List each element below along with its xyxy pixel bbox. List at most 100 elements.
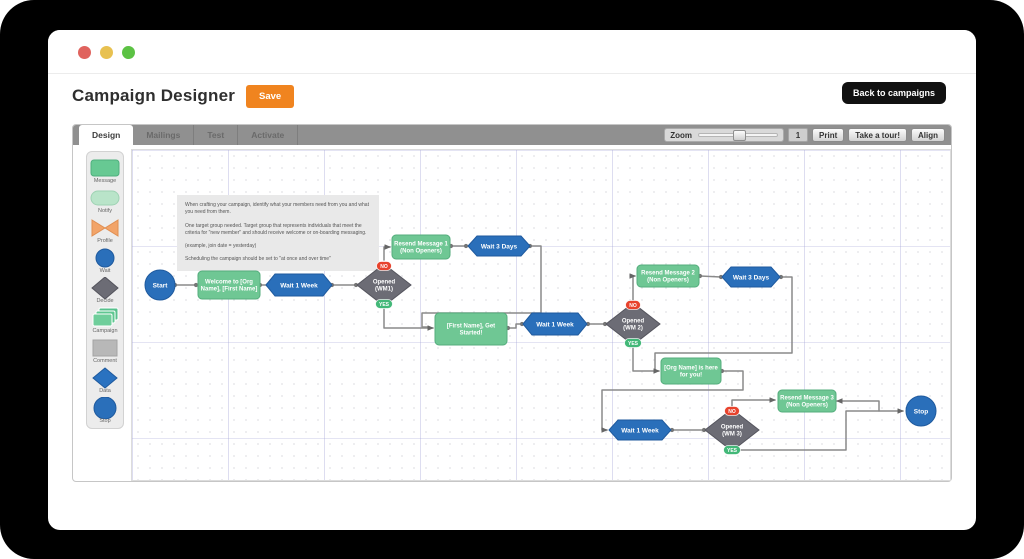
palette-item-label: Decide xyxy=(96,297,114,304)
connector-endpoint-dot xyxy=(519,321,525,327)
connector-endpoint-dot xyxy=(585,321,591,327)
flow-connector xyxy=(383,307,434,331)
node-label: Opened(WM1) xyxy=(373,280,396,293)
badge-no: NO xyxy=(724,406,740,416)
badge-label: NO xyxy=(629,303,637,309)
zoom-slider[interactable] xyxy=(698,130,779,141)
tab-activate[interactable]: Activate xyxy=(238,125,299,145)
wait-3-days-b-node[interactable]: Wait 3 Days xyxy=(721,266,781,288)
wait-shape-icon xyxy=(95,248,115,267)
badge-label: NO xyxy=(380,264,388,270)
palette-item-decide[interactable]: Decide xyxy=(87,275,123,305)
resend-message-1-node[interactable]: Resend Message 1(Non Openers) xyxy=(391,234,451,260)
zoom-control: Zoom xyxy=(664,128,785,142)
resend-message-2-node[interactable]: Resend Message 2(Non Openers) xyxy=(636,264,700,288)
flow-connector xyxy=(731,397,776,407)
connector-endpoint-dot xyxy=(701,427,707,433)
window-titlebar xyxy=(48,30,976,74)
node-label: Wait 3 Days xyxy=(481,243,518,250)
badge-label: NO xyxy=(728,409,736,415)
palette-item-label: Campaign xyxy=(92,327,118,334)
comment-block[interactable]: When crafting your campaign, identify wh… xyxy=(177,195,379,271)
palette-item-label: Message xyxy=(93,177,117,184)
start-node[interactable]: Start xyxy=(144,269,176,301)
connector-endpoint-dot xyxy=(193,282,199,288)
comment-text: One target group needed. Target group th… xyxy=(185,222,367,236)
palette-item-campaign[interactable]: Campaign xyxy=(87,305,123,335)
flow-connector xyxy=(629,273,636,301)
node-label: Wait 1 Week xyxy=(536,321,574,328)
node-label: Wait 1 Week xyxy=(621,427,659,434)
opened-wm1-decision[interactable]: Opened(WM1) xyxy=(356,263,412,307)
palette-item-label: Data xyxy=(99,387,111,394)
profile-shape-icon xyxy=(91,218,119,237)
page-header: Campaign Designer Save Back to campaigns xyxy=(48,74,976,124)
wait-3-days-a-node[interactable]: Wait 3 Days xyxy=(467,235,531,257)
flow-connector xyxy=(654,276,793,371)
save-button[interactable]: Save xyxy=(246,85,295,108)
badge-yes: YES xyxy=(624,338,642,348)
palette-item-comment[interactable]: Comment xyxy=(87,335,123,365)
tab-design[interactable]: Design xyxy=(79,125,134,145)
notify-shape-icon xyxy=(90,190,120,205)
tab-test[interactable]: Test xyxy=(194,125,239,145)
palette-item-message[interactable]: Message xyxy=(87,155,123,185)
stop-node[interactable]: Stop xyxy=(905,395,937,427)
badge-no: NO xyxy=(625,300,641,310)
resend-message-3-node[interactable]: Resend Message 3(Non Openers) xyxy=(777,389,837,413)
flow-connector xyxy=(632,345,660,374)
flow-connector xyxy=(601,370,744,433)
take-a-tour-button[interactable]: Take a tour! xyxy=(848,128,907,142)
flow-connector xyxy=(699,275,722,278)
node-label: Stop xyxy=(914,408,928,415)
connector-endpoint-dot xyxy=(718,274,724,280)
palette-item-data[interactable]: Data xyxy=(87,365,123,395)
page-title: Campaign Designer xyxy=(72,86,236,105)
palette-item-label: Comment xyxy=(93,357,117,364)
badge-label: YES xyxy=(727,448,738,454)
connector-endpoint-dot xyxy=(463,243,469,249)
back-to-campaigns-button[interactable]: Back to campaigns xyxy=(841,82,946,104)
comment-shape-icon xyxy=(92,339,118,356)
tab-mailings[interactable]: Mailings xyxy=(133,125,195,145)
design-canvas[interactable]: When crafting your campaign, identify wh… xyxy=(131,149,951,481)
palette-item-label: Stop xyxy=(99,417,111,424)
close-window-icon[interactable] xyxy=(78,46,91,59)
palette-item-notify[interactable]: Notify xyxy=(87,185,123,215)
wait-1-week-b-node[interactable]: Wait 1 Week xyxy=(522,312,588,336)
comment-text: (example, join date = yesterday) xyxy=(185,243,257,249)
palette-item-stop[interactable]: Stop xyxy=(87,395,123,425)
badge-label: YES xyxy=(379,302,390,308)
campaign-shape-icon xyxy=(92,307,119,326)
node-label: Start xyxy=(153,282,169,289)
node-label: Resend Message 1(Non Openers) xyxy=(394,242,448,255)
align-button[interactable]: Align xyxy=(911,128,945,142)
minimize-window-icon[interactable] xyxy=(100,46,113,59)
palette-item-profile[interactable]: Profile xyxy=(87,215,123,245)
badge-yes: YES xyxy=(723,445,741,455)
print-button[interactable]: Print xyxy=(812,128,845,142)
message-shape-icon xyxy=(90,159,120,176)
comment-text: Scheduling the campaign should be set to… xyxy=(185,256,331,263)
opened-wm2-decision[interactable]: Opened(WM 2) xyxy=(605,302,661,346)
connector-endpoint-dot xyxy=(778,274,784,280)
palette-item-wait[interactable]: Wait xyxy=(87,245,123,275)
app-window: Campaign Designer Save Back to campaigns… xyxy=(48,30,976,530)
palette-item-label: Profile xyxy=(97,237,113,244)
maximize-window-icon[interactable] xyxy=(122,46,135,59)
wait-1-week-c-node[interactable]: Wait 1 Week xyxy=(608,419,672,441)
wait-1-week-a-node[interactable]: Wait 1 Week xyxy=(265,273,333,297)
zoom-slider-handle[interactable] xyxy=(733,130,747,141)
data-shape-icon xyxy=(92,366,118,389)
node-label: Resend Message 3(Non Openers) xyxy=(780,396,834,409)
